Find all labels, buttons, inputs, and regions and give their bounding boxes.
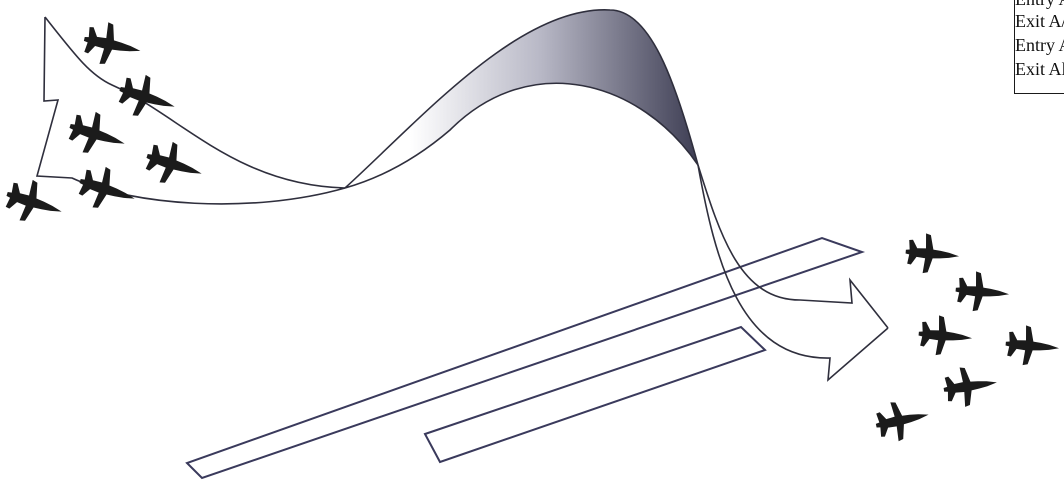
jet-icon	[916, 313, 974, 359]
flight-parameters-box: Entry A/S: 3 Exit A/S: 3 Entry Alt: Exit…	[1014, 0, 1064, 94]
jet-icon	[140, 135, 209, 194]
jet-icon	[941, 362, 1000, 410]
jet-icon	[903, 231, 961, 277]
exit-arrow	[697, 164, 889, 382]
jet-icon	[0, 173, 69, 232]
entry-arrow	[35, 16, 346, 205]
jet-icon	[73, 160, 142, 219]
jet-icon	[953, 269, 1011, 315]
exit-altitude-label: Exit Alt: 2	[1015, 59, 1064, 79]
secondary-runway	[423, 325, 767, 464]
jet-icon	[1003, 323, 1061, 369]
exit-formation	[872, 231, 1061, 446]
entry-airspeed-label: Entry A/S: 3	[1015, 0, 1064, 10]
jet-icon	[63, 105, 132, 164]
entry-altitude-label: Entry Alt:	[1015, 35, 1064, 55]
maneuver-ribbon	[344, 9, 699, 189]
main-runway	[185, 236, 866, 480]
runway-group	[185, 236, 866, 480]
exit-airspeed-label: Exit A/S: 3	[1015, 11, 1064, 31]
entry-formation	[0, 18, 209, 232]
jet-icon	[872, 395, 933, 446]
jet-icon	[79, 18, 145, 72]
jet-icon	[113, 68, 182, 127]
